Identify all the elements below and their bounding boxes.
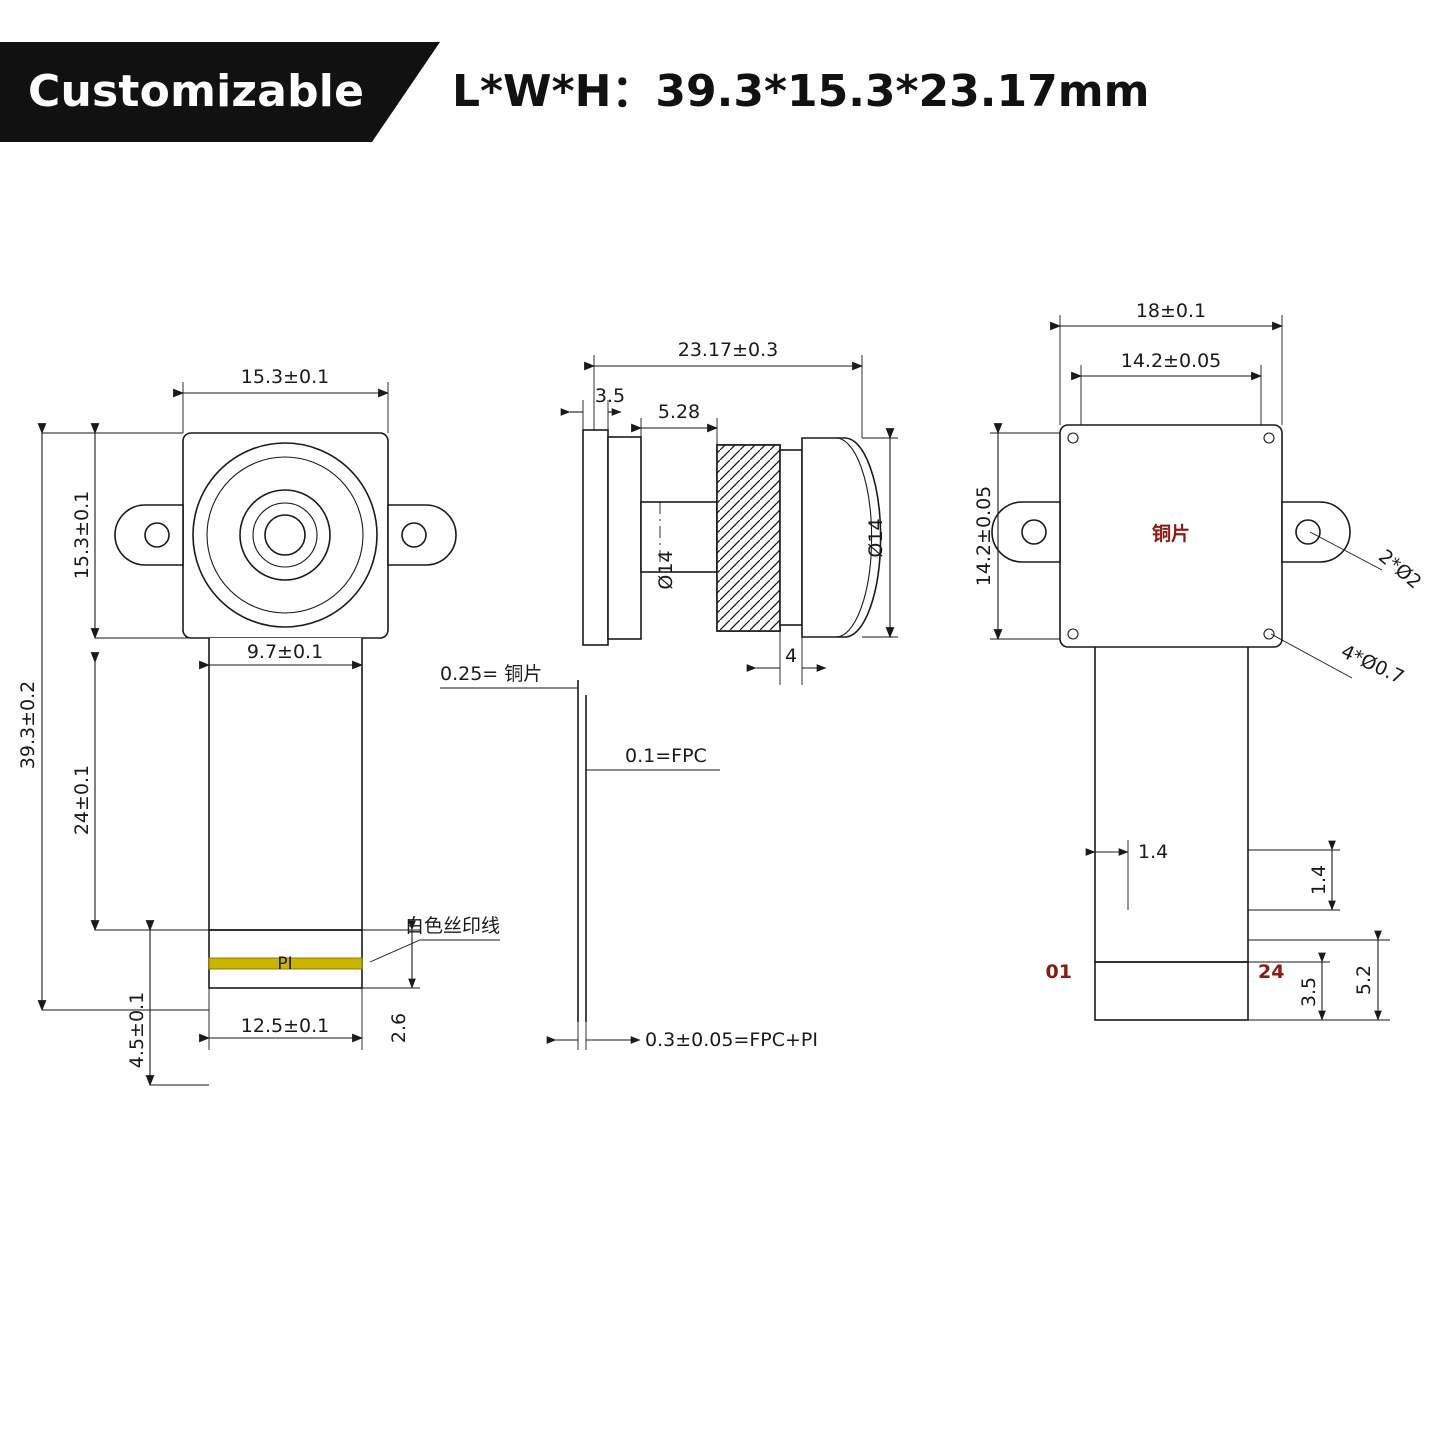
side-view: 23.17±0.3 3.5 5.28 Ø14 Ø14 4 0.25= 铜片: [440, 339, 898, 1051]
front-dim-connector-height: 2.6: [388, 1013, 410, 1043]
front-dim-width-top: 15.3±0.1: [241, 366, 329, 388]
back-pin-first: 01: [1046, 961, 1072, 983]
side-dim-total-length: 23.17±0.3: [678, 339, 779, 361]
back-dim-pad-right: 1.4: [1308, 865, 1330, 895]
front-dim-height-mid: 24±0.1: [71, 765, 93, 835]
front-dim-height-inner: 15.3±0.1: [71, 491, 93, 579]
back-dim-inner-width: 14.2±0.05: [1121, 350, 1222, 372]
banner-label: Customizable: [28, 66, 365, 117]
back-dim-pad-h2: 5.2: [1353, 965, 1375, 995]
back-dim-outer-width: 18±0.1: [1136, 300, 1206, 322]
front-pi-label: PI: [277, 954, 292, 974]
side-note-fpc: 0.1=FPC: [625, 745, 707, 767]
front-silk-note: 白色丝印线: [405, 915, 500, 937]
back-view: 铜片 01 24 18±0.1 14.2±0.05 14.2±0.05 2*Ø2…: [973, 300, 1426, 1021]
side-dim-step: 5.28: [658, 401, 700, 423]
back-note-hole-2: 2*Ø2: [1374, 545, 1425, 593]
back-dim-pad-left: 1.4: [1138, 841, 1168, 863]
side-dim-barrel-dia: Ø14: [655, 550, 677, 589]
front-dim-bottom-height: 4.5±0.1: [126, 992, 148, 1068]
side-dim-front-len: 4: [785, 645, 797, 667]
back-copper-label: 铜片: [1152, 522, 1190, 545]
technical-drawing: PI 白色丝印线 15.3±0.1 15.3±0.1 24±0.1 39.3±0…: [0, 150, 1440, 1440]
back-pin-last: 24: [1258, 961, 1284, 983]
back-dim-pad-h1: 3.5: [1298, 977, 1320, 1007]
back-dim-inner-height: 14.2±0.05: [973, 486, 995, 587]
front-dim-overall: 39.3±0.2: [17, 681, 39, 769]
back-note-hole-4: 4*Ø0.7: [1338, 640, 1408, 688]
front-view: PI 白色丝印线 15.3±0.1 15.3±0.1 24±0.1 39.3±0…: [17, 366, 500, 1087]
side-note-stack: 0.3±0.05=FPC+PI: [645, 1029, 818, 1051]
front-dim-neck-width: 9.7±0.1: [247, 641, 323, 663]
side-dim-lens-dia: Ø14: [865, 518, 887, 557]
front-dim-connector-width: 12.5±0.1: [241, 1015, 329, 1037]
side-dim-base-thickness: 3.5: [595, 385, 625, 407]
page-title: L*W*H：39.3*15.3*23.17mm: [452, 66, 1150, 117]
customizable-banner: Customizable: [0, 42, 440, 142]
banner-shape: [0, 42, 440, 142]
side-note-copper: 0.25= 铜片: [440, 663, 542, 685]
